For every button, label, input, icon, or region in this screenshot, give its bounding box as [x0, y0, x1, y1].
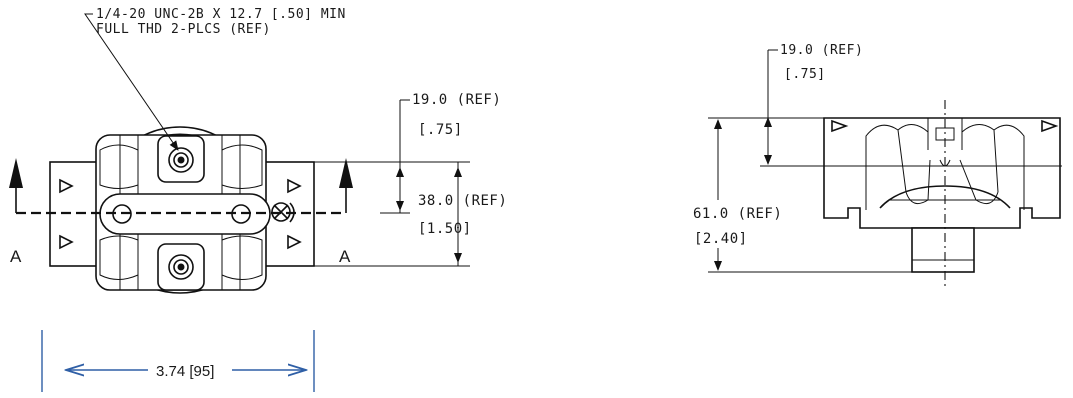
side-ref-top-in: [.75] [784, 67, 826, 82]
side-spud [911, 227, 975, 273]
front-width-ref-in: [1.50] [418, 221, 472, 237]
section-arrow-right-icon [339, 158, 353, 188]
section-label-right: A [339, 247, 351, 266]
front-ref-top: 19.0 (REF) [412, 92, 501, 108]
side-view: 19.0 (REF) [.75] 61.0 (REF) [2.40] [693, 43, 1062, 290]
thread-note-line1: 1/4-20 UNC-2B X 12.7 [.50] MIN [96, 7, 346, 22]
tapped-hole-top [168, 147, 194, 173]
front-ref-top-in: [.75] [418, 122, 463, 138]
overall-width-label: 3.74 [95] [156, 363, 214, 380]
section-arrow-left-icon [9, 158, 23, 188]
front-view: A A 1/4-20 UNC-2B X 12.7 [.50] MIN FULL … [9, 7, 507, 294]
overall-width-dimension: 3.74 [95] [41, 330, 315, 392]
side-body [823, 117, 1061, 229]
side-height-ref: 61.0 (REF) [693, 206, 782, 222]
section-label-left: A [10, 247, 22, 266]
side-ref-top: 19.0 (REF) [780, 43, 863, 58]
side-height-ref-in: [2.40] [694, 231, 748, 247]
tapped-hole-bottom [168, 254, 194, 280]
thread-note-line2: FULL THD 2-PLCS (REF) [96, 22, 271, 37]
front-width-ref: 38.0 (REF) [418, 193, 507, 209]
